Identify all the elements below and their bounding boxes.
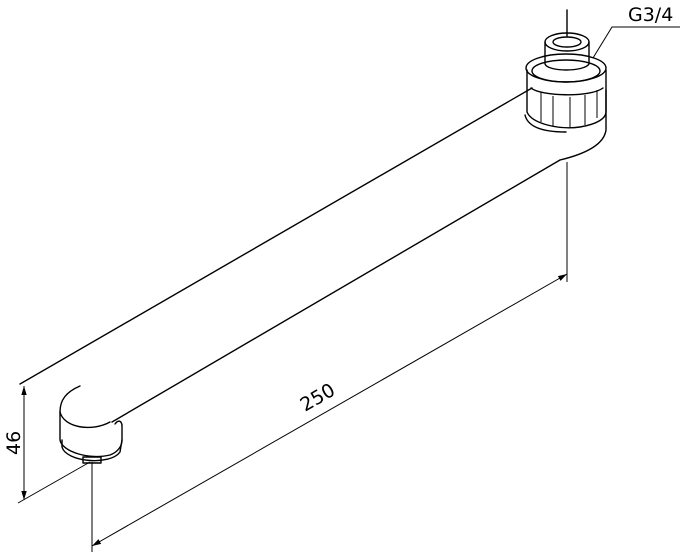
height-dimension: 46 <box>3 386 91 504</box>
thread-fitting <box>525 9 607 129</box>
thread-leader: G3/4 <box>592 4 680 59</box>
thread-label: G3/4 <box>628 4 673 26</box>
height-label: 46 <box>3 431 25 455</box>
length-label: 250 <box>297 379 339 416</box>
length-dimension: 250 <box>91 162 568 552</box>
